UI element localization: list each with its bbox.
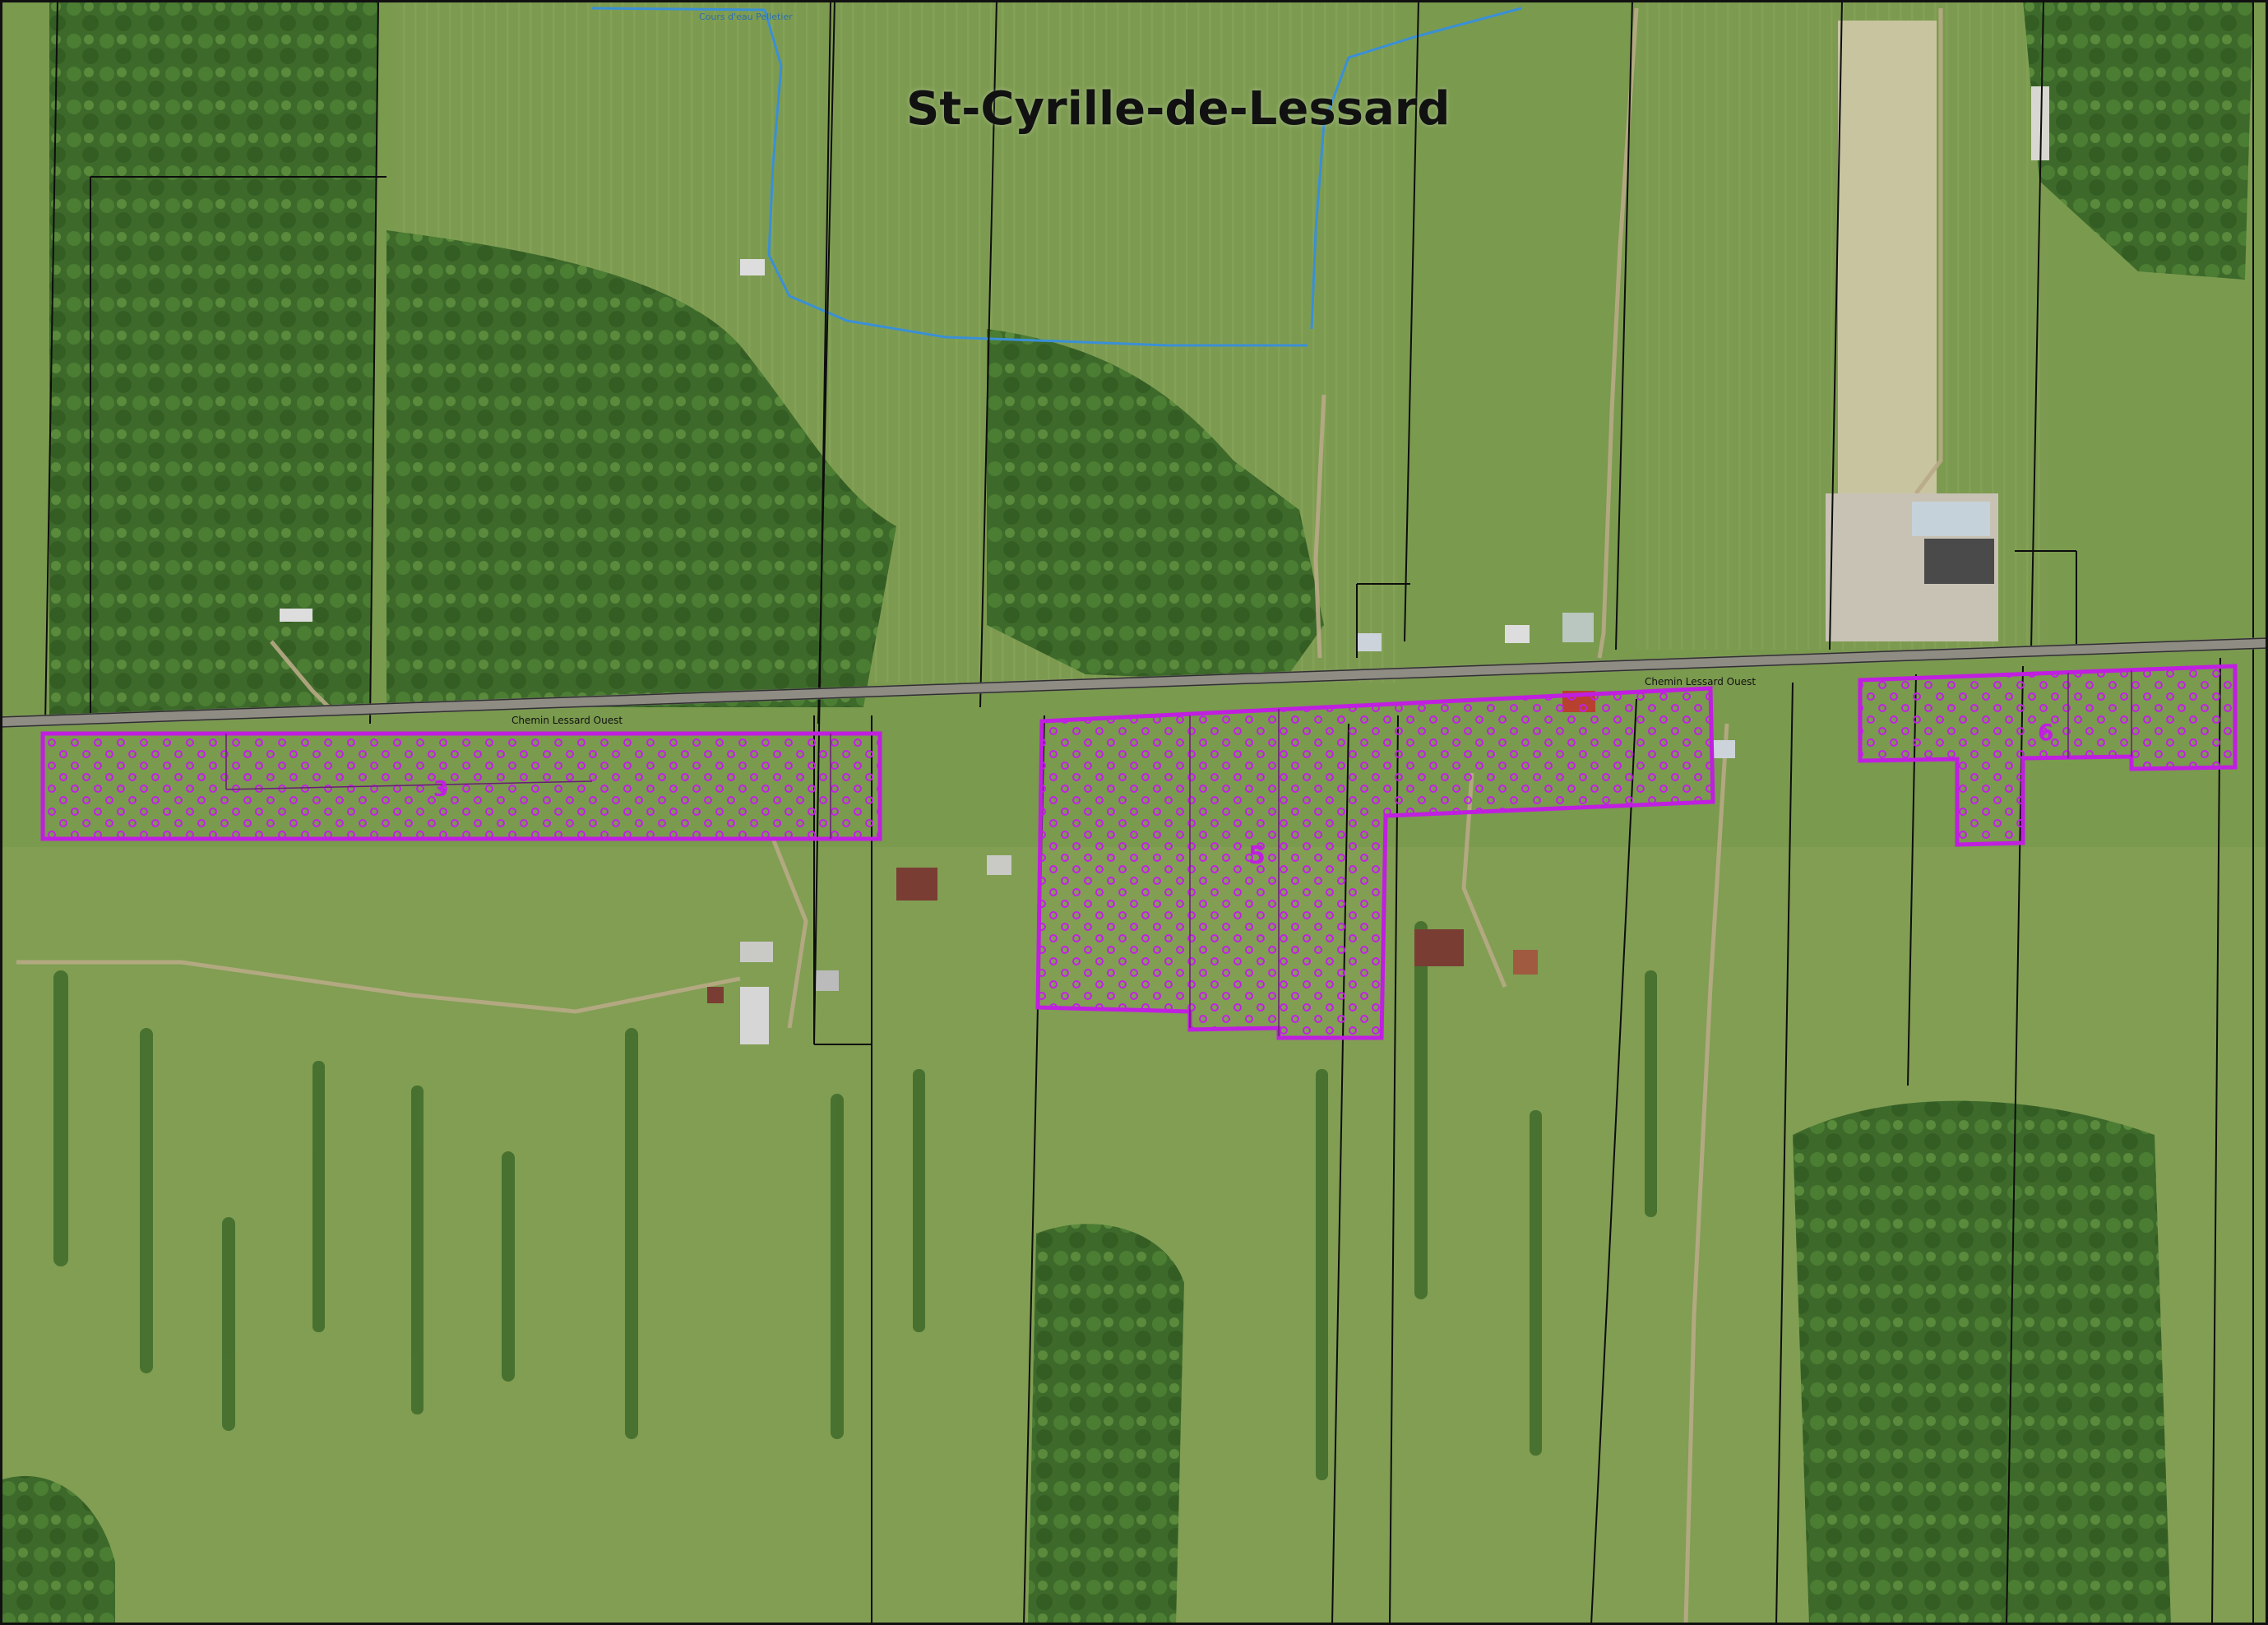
main-road — [0, 637, 2268, 728]
forest-south-center — [1028, 1224, 1184, 1625]
map-title: St-Cyrille-de-Lessard — [906, 82, 1451, 136]
zone-6[interactable]: 6 — [1858, 664, 2238, 847]
farm-building-blue-roof — [1912, 502, 1990, 536]
zone-3[interactable]: 3 — [40, 731, 882, 841]
zone-5-polygon[interactable] — [1035, 686, 1715, 1040]
road-label-east: Chemin Lessard Ouest — [1645, 676, 1756, 688]
forest-north-center — [386, 230, 896, 707]
creek-line — [591, 7, 1522, 347]
forest-northwest — [49, 0, 378, 715]
farm-building-dark-roof — [1924, 539, 1994, 584]
road-edge-south — [0, 647, 2268, 728]
forest-southeast — [1793, 1100, 2171, 1625]
house-green-roof — [1562, 613, 1594, 642]
zone-6-label: 6 — [2038, 719, 2053, 746]
barn-long — [2031, 86, 2049, 160]
zone-5[interactable]: 5 — [1035, 686, 1715, 1040]
road-edge-north — [0, 637, 2268, 718]
zone-6-polygon[interactable] — [1858, 664, 2238, 847]
forest-southwest — [0, 1475, 115, 1625]
forest-center — [987, 329, 1324, 683]
zone-5-label: 5 — [1248, 841, 1266, 870]
hedgerows — [53, 921, 1657, 1480]
road-label-west: Chemin Lessard Ouest — [511, 715, 623, 726]
plowed-strip — [1838, 21, 1937, 506]
zone-3-polygon[interactable] — [40, 731, 882, 841]
forest-northeast — [2023, 0, 2253, 280]
zone-3-label: 3 — [433, 777, 448, 802]
stream-label: Cours d'eau Pelletier — [699, 12, 793, 22]
